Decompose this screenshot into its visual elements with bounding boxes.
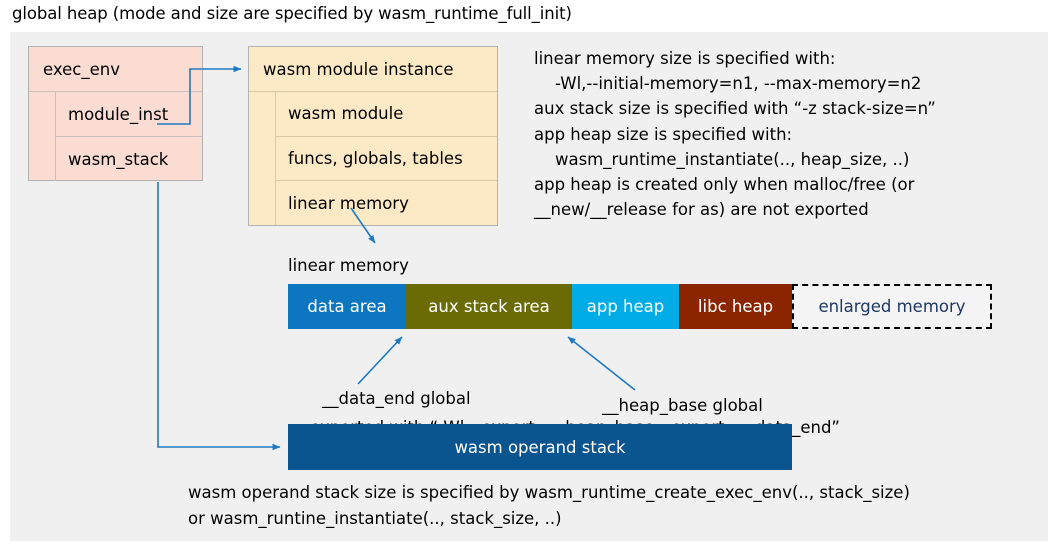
wasm-module-instance-gutter bbox=[249, 92, 276, 225]
exec-env-gutter bbox=[29, 92, 56, 181]
linear-memory-caption: linear memory bbox=[288, 256, 409, 275]
operand-stack-note: wasm operand stack size is specified by … bbox=[188, 483, 910, 528]
exec-env-field-module-inst: module_inst bbox=[56, 92, 202, 137]
wasm-operand-stack-box: wasm operand stack bbox=[288, 424, 792, 470]
wasm-module-instance-box: wasm module instance wasm module funcs, … bbox=[248, 46, 498, 226]
wasm-module-instance-header: wasm module instance bbox=[249, 47, 497, 92]
segment-libc-heap: libc heap bbox=[679, 284, 792, 329]
linear-memory-bar: data area aux stack area app heap libc h… bbox=[288, 284, 992, 329]
segment-enlarged-memory: enlarged memory bbox=[792, 284, 992, 329]
field-linear-memory: linear memory bbox=[288, 193, 409, 213]
segment-app-heap: app heap bbox=[572, 284, 679, 329]
exec-env-body: module_inst wasm_stack bbox=[29, 92, 202, 181]
linear-memory-info-text: linear memory size is specified with: -W… bbox=[534, 49, 936, 220]
page-title: global heap (mode and size are specified… bbox=[12, 4, 572, 23]
arrow-heap-base-global bbox=[567, 336, 636, 391]
field-wasm-module: wasm module bbox=[276, 92, 497, 137]
arrow-data-end-global bbox=[357, 336, 403, 385]
exec-env-box: exec_env module_inst wasm_stack bbox=[28, 46, 203, 181]
annotation-data-end: __data_end global bbox=[322, 389, 471, 408]
segment-aux-stack-area: aux stack area bbox=[406, 284, 572, 329]
wasm-module-instance-rows: wasm module funcs, globals, tables linea… bbox=[276, 92, 497, 225]
segment-data-area: data area bbox=[288, 284, 406, 329]
annotation-heap-base: __heap_base global bbox=[602, 396, 763, 415]
field-funcs-globals-tables: funcs, globals, tables bbox=[276, 137, 497, 182]
exec-env-header: exec_env bbox=[29, 47, 202, 92]
exec-env-field-wasm-stack: wasm_stack bbox=[68, 149, 169, 169]
wasm-module-instance-body: wasm module funcs, globals, tables linea… bbox=[249, 92, 497, 225]
diagram-canvas: exec_env module_inst wasm_stack wasm mod… bbox=[10, 32, 1048, 541]
exec-env-rows: module_inst wasm_stack bbox=[56, 92, 202, 181]
